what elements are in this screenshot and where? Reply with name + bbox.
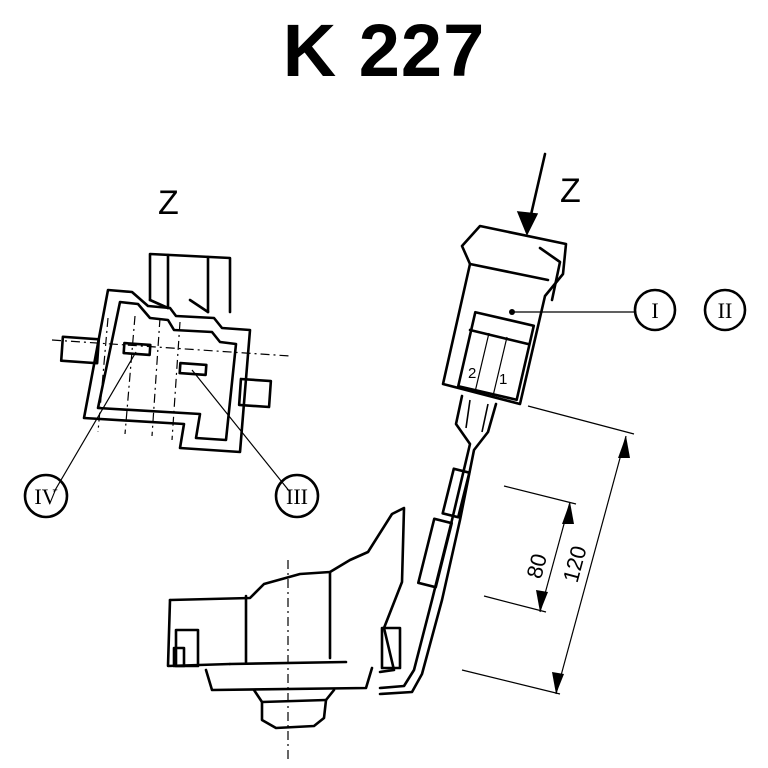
svg-text:II: II [718,298,733,323]
mounting-body [166,506,406,760]
callout-iv: IV [23,473,69,519]
pin-1-label: 1 [499,371,507,388]
arrow-z-label: Z [560,172,581,210]
svg-text:I: I [651,298,658,323]
lead-wires [378,394,498,696]
callout-i: I [633,288,677,332]
callout-ii: II [703,288,747,332]
view-z-label: Z [158,184,179,222]
drawing-title: K 227 [282,9,486,92]
dimension-120-label: 120 [558,543,592,585]
connector-face-view [51,252,291,493]
pin-2-label: 2 [468,365,476,382]
svg-text:IV: IV [34,484,57,509]
dimension-lines [461,405,635,695]
direction-arrow [516,152,547,236]
callout-iii: III [274,473,320,519]
svg-text:III: III [286,484,308,509]
connector-housing: 2 1 [441,224,568,406]
dimension-80-label: 80 [522,551,552,581]
